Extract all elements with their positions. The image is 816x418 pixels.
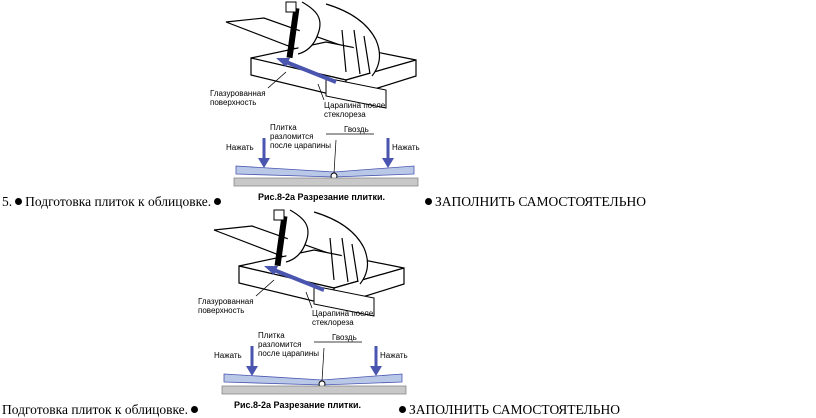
label-tile-2: разломится xyxy=(270,132,313,141)
heading-text: Подготовка плиток к облицовке. xyxy=(2,402,189,417)
label-nail: Гвоздь xyxy=(332,333,357,342)
label-tile-2: разломится xyxy=(258,340,301,349)
label-tile-3: после царапины xyxy=(270,141,331,150)
label-glazed-2: поверхность xyxy=(210,98,256,107)
label-scratch-1: Царапина после xyxy=(324,101,386,110)
label-tile-3: после царапины xyxy=(258,349,319,358)
fill-in-text: ЗАПОЛНИТЬ САМОСТОЯТЕЛЬНО xyxy=(435,194,646,209)
heading-line-2: Подготовка плиток к облицовке. xyxy=(2,402,201,418)
tile-cutting-illustration: Глазурованная поверхность Царапина после… xyxy=(198,209,408,410)
label-scratch-2: стеклореза xyxy=(324,110,366,119)
label-press-left: Нажать xyxy=(226,143,254,152)
fill-in-line-1: ЗАПОЛНИТЬ САМОСТОЯТЕЛЬНО xyxy=(422,194,646,210)
label-glazed-1: Глазурованная xyxy=(210,89,266,98)
figure-caption: Рис.8-2а Разрезание плитки. xyxy=(258,192,385,202)
bullet-icon xyxy=(425,198,432,206)
bullet-icon xyxy=(15,198,23,206)
bullet-icon xyxy=(214,198,222,206)
label-glazed-1: Глазурованная xyxy=(198,297,254,306)
figure-tile-cutting-2: Глазурованная поверхность Царапина после… xyxy=(194,208,426,414)
label-press-right: Нажать xyxy=(392,143,420,152)
item-number: 5. xyxy=(2,194,13,209)
label-scratch-2: стеклореза xyxy=(312,318,354,327)
bullet-icon xyxy=(399,406,406,414)
label-nail: Гвоздь xyxy=(344,125,369,134)
tile-cutting-illustration: Глазурованная поверхность Царапина после… xyxy=(210,1,420,202)
label-press-left: Нажать xyxy=(214,351,242,360)
label-tile-1: Плитка xyxy=(258,331,285,340)
bullet-icon xyxy=(191,406,199,414)
label-scratch-1: Царапина после xyxy=(312,309,374,318)
label-glazed-2: поверхность xyxy=(198,306,244,315)
heading-line-1: 5. Подготовка плиток к облицовке. xyxy=(2,194,224,210)
heading-text: Подготовка плиток к облицовке. xyxy=(25,194,212,209)
label-press-right: Нажать xyxy=(380,351,408,360)
fill-in-line-2: ЗАПОЛНИТЬ САМОСТОЯТЕЛЬНО xyxy=(396,402,620,418)
figure-tile-cutting-1: Глазурованная поверхность Царапина после… xyxy=(206,0,438,206)
figure-caption: Рис.8-2а Разрезание плитки. xyxy=(234,400,361,410)
fill-in-text: ЗАПОЛНИТЬ САМОСТОЯТЕЛЬНО xyxy=(409,402,620,417)
label-tile-1: Плитка xyxy=(270,123,297,132)
